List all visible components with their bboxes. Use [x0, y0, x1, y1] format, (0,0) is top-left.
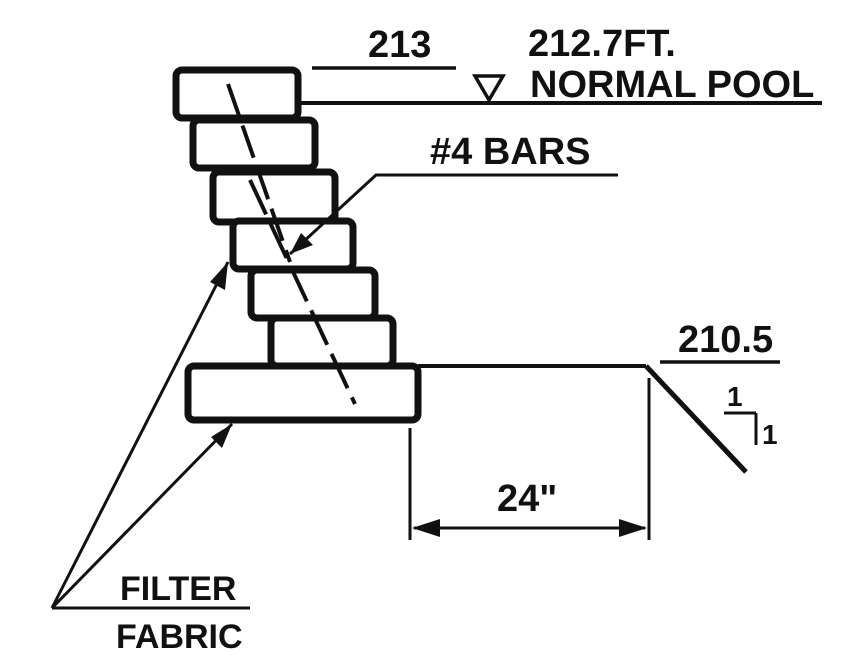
fabric-leader-lower: [50, 422, 234, 610]
rebar-callout-arrowhead: [290, 233, 313, 254]
downstream-slope-line: [644, 364, 748, 474]
wall-blocks: [172, 66, 422, 424]
toe-elevation-label: 210.5: [678, 319, 773, 361]
fabric-leader-upper-arrowhead: [210, 262, 228, 290]
rebar-line-lower: [248, 179, 357, 405]
fabric-leader-lower-arrowhead: [211, 424, 232, 448]
offset-dimension-label: 24": [497, 478, 557, 520]
normal-pool-label: NORMAL POOL: [530, 64, 814, 106]
rebar-callout-leader: [288, 173, 618, 256]
crest-elevation-label: 213: [368, 24, 431, 66]
offset-dimension: [408, 378, 651, 540]
dimension-arrowhead-right: [619, 519, 647, 537]
rebar-lines: [226, 83, 357, 405]
wall-block-2: [189, 116, 319, 172]
rebar-line-upper: [226, 83, 292, 263]
triangle-down-icon: [471, 74, 507, 104]
slope-run-label: 1: [762, 419, 778, 450]
filter-label: FILTER: [120, 570, 236, 608]
fabric-leader-upper: [50, 261, 230, 609]
wall-block-4: [229, 217, 357, 273]
dimension-arrowhead-left: [412, 519, 440, 537]
pool-elevation-label: 212.7FT.: [528, 23, 676, 65]
fabric-label: FABRIC: [116, 618, 243, 656]
rebar-label: #4 BARS: [430, 131, 591, 173]
wall-footing-block: [184, 362, 422, 424]
filter-fabric-leaders: [50, 261, 250, 610]
slope-rise-label: 1: [727, 381, 743, 412]
